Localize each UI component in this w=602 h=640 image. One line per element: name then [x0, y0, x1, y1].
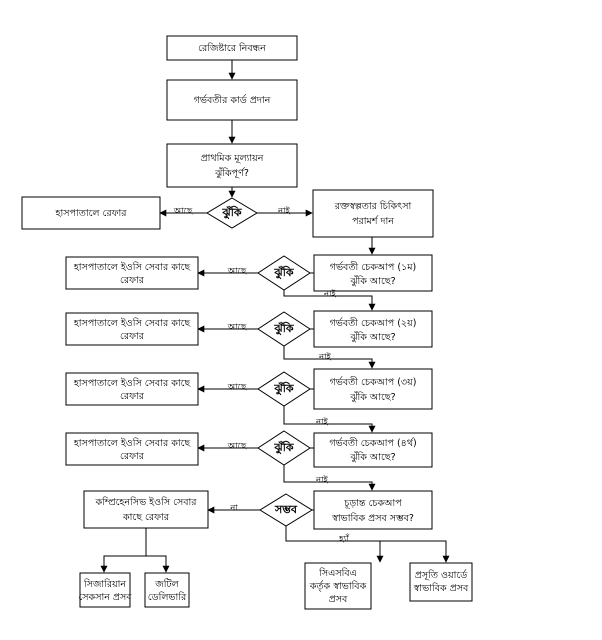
edge-label-no1: নাই — [323, 289, 337, 300]
label-risk2: ঝুঁকি — [273, 321, 294, 336]
node-check3 — [313, 368, 433, 410]
edge-label-yes-main: আছে — [173, 207, 193, 217]
diamond-possible — [259, 493, 313, 527]
label-anemia: রক্তস্বল্পতার চিকিৎসাপরামর্শ দান — [334, 200, 413, 227]
label-card: গর্ভবতীর কার্ড প্রদান — [194, 93, 272, 106]
node-eoc3 — [65, 372, 199, 406]
node-card — [166, 79, 298, 121]
node-check1 — [313, 254, 433, 292]
node-caesarean — [79, 572, 131, 608]
label-possible: সম্ভব — [274, 503, 298, 516]
node-eoc1 — [65, 256, 199, 290]
edge-label-yes2: আছে — [227, 323, 247, 333]
diamond-risk — [206, 197, 258, 229]
connectors — [100, 60, 450, 573]
edge-risk3-no — [283, 406, 376, 433]
label-register: রেজিষ্টারে নিবন্ধন — [198, 42, 267, 54]
label-risk-diamond: ঝুঁকি — [221, 205, 242, 220]
node-complicated — [144, 572, 190, 608]
node-refer-hospital — [21, 196, 161, 230]
diamond-risk3 — [257, 371, 311, 407]
label-eoc4: হাসপাতালে ইওসি সেবার কাছেরেফার — [73, 437, 192, 462]
node-check4 — [313, 432, 433, 468]
edge-risk1-no — [283, 290, 376, 311]
label-check4: গর্ভবতী চেকআপ (৪র্থ)ঝুঁকি আছে? — [329, 436, 416, 463]
edge-label-yes4: আছে — [227, 442, 247, 452]
label-refer-hospital: হাসপাতালে রেফার — [54, 208, 127, 219]
edge-label-no3: নাই — [315, 417, 329, 428]
edge-risk4-no — [283, 465, 376, 491]
label-check1: গর্ভবতী চেকআপ (১ম)ঝুঁকি আছে? — [330, 260, 417, 287]
diamond-risk2 — [257, 311, 311, 347]
edge-risk2-no — [283, 346, 376, 369]
node-comprehensive — [83, 490, 209, 529]
edge-label-no2: নাই — [318, 352, 332, 363]
node-final-check — [313, 490, 433, 530]
node-check2 — [313, 310, 433, 348]
edge-possible-yes-ward — [380, 540, 450, 563]
edge-label-possible-yes: হ্যাঁ — [338, 533, 349, 545]
label-risk1: ঝুঁকি — [273, 265, 294, 280]
node-maternity-ward — [409, 562, 473, 602]
edge-comp-complicated — [146, 555, 170, 573]
edge-label-yes3: আছে — [227, 383, 247, 393]
label-eoc1: হাসপাতালে ইওসি সেবার কাছেরেফার — [73, 261, 192, 286]
label-check3: গর্ভবতী চেকআপ (৩য়)ঝুঁকি আছে? — [330, 375, 417, 403]
diamond-risk1 — [257, 255, 311, 291]
label-risk4: ঝুঁকি — [273, 440, 294, 455]
edge-label-yes1: আছে — [227, 267, 247, 277]
node-register — [166, 35, 298, 61]
node-csba — [304, 562, 372, 610]
edge-labels: আছে নাই আছে নাই আছে নাই আছে নাই আছে নাই … — [173, 206, 350, 545]
edge-label-no-main: নাই — [277, 206, 291, 217]
node-eoc2 — [65, 312, 199, 346]
diamond-risk4 — [257, 430, 311, 466]
label-maternity-ward: প্রসূতি ওয়ার্ডেস্বাভাবিক প্রসব — [413, 569, 469, 594]
edge-possible-yes — [285, 526, 384, 563]
label-eoc2: হাসপাতালে ইওসি সেবার কাছেরেফার — [73, 317, 192, 342]
edge-label-no4: নাই — [315, 475, 329, 486]
edge-label-not-possible: না — [229, 504, 238, 514]
label-eoc3: হাসপাতালে ইওসি সেবার কাছেরেফার — [73, 377, 192, 402]
node-eoc4 — [65, 432, 199, 466]
nodes — [21, 35, 473, 610]
edge-comp-caesarean — [100, 528, 147, 573]
label-check2: গর্ভবতী চেকআপ (২য়)ঝুঁকি আছে? — [330, 316, 417, 343]
node-anemia — [312, 189, 434, 238]
node-eval — [166, 143, 298, 188]
node-labels: রেজিষ্টারে নিবন্ধন গর্ভবতীর কার্ড প্রদান… — [54, 42, 469, 605]
label-risk3: ঝুঁকি — [273, 381, 294, 396]
